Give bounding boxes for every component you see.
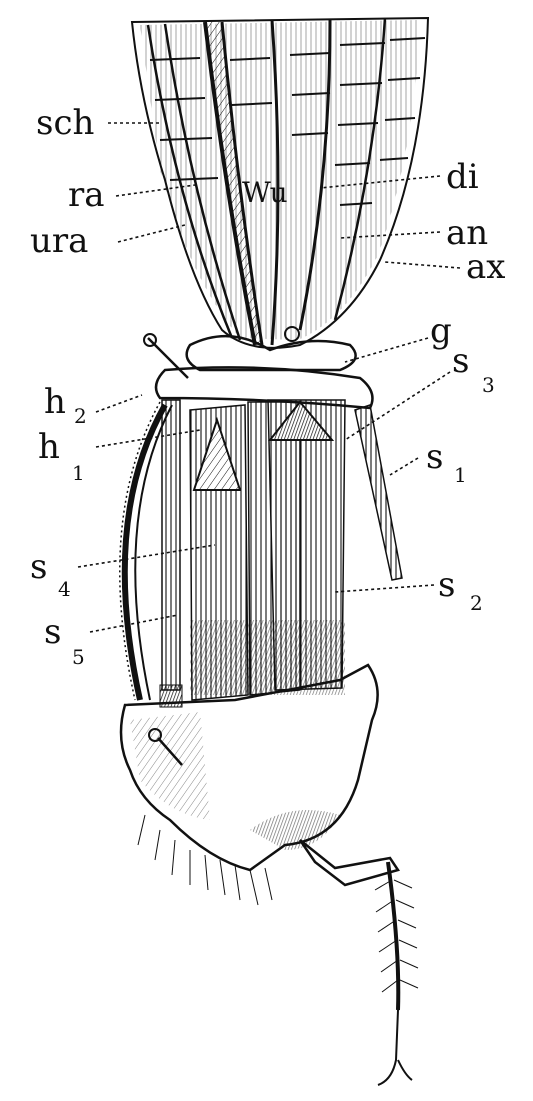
label-di: di — [446, 157, 479, 197]
label-h1: h — [38, 427, 60, 467]
label-s4: s — [30, 547, 47, 587]
label-s2-sub: 2 — [470, 591, 483, 615]
labels: sch ra ura Wu di an ax g s 3 h 2 h 1 s 1… — [30, 103, 505, 669]
label-ra: ra — [68, 175, 105, 215]
label-g: g — [430, 311, 452, 351]
leader-lines — [77, 122, 461, 633]
thorax-base — [119, 663, 379, 906]
wing — [130, 16, 430, 349]
label-s4-sub: 4 — [58, 577, 71, 601]
label-s3-sub: 3 — [482, 373, 495, 397]
label-s2: s — [438, 565, 455, 605]
label-ax: ax — [466, 247, 505, 287]
label-ura: ura — [30, 221, 88, 261]
label-s5-sub: 5 — [72, 645, 85, 669]
label-h2: h — [44, 382, 66, 422]
leg — [298, 839, 419, 1086]
label-s3: s — [452, 341, 469, 381]
label-s5: s — [44, 612, 61, 652]
label-h2-sub: 2 — [74, 404, 87, 428]
label-s1: s — [426, 437, 443, 477]
label-h1-sub: 1 — [72, 461, 85, 485]
label-sch: sch — [36, 103, 94, 143]
label-s1-sub: 1 — [454, 463, 467, 487]
label-an: an — [446, 213, 488, 253]
label-wu: Wu — [242, 176, 288, 209]
